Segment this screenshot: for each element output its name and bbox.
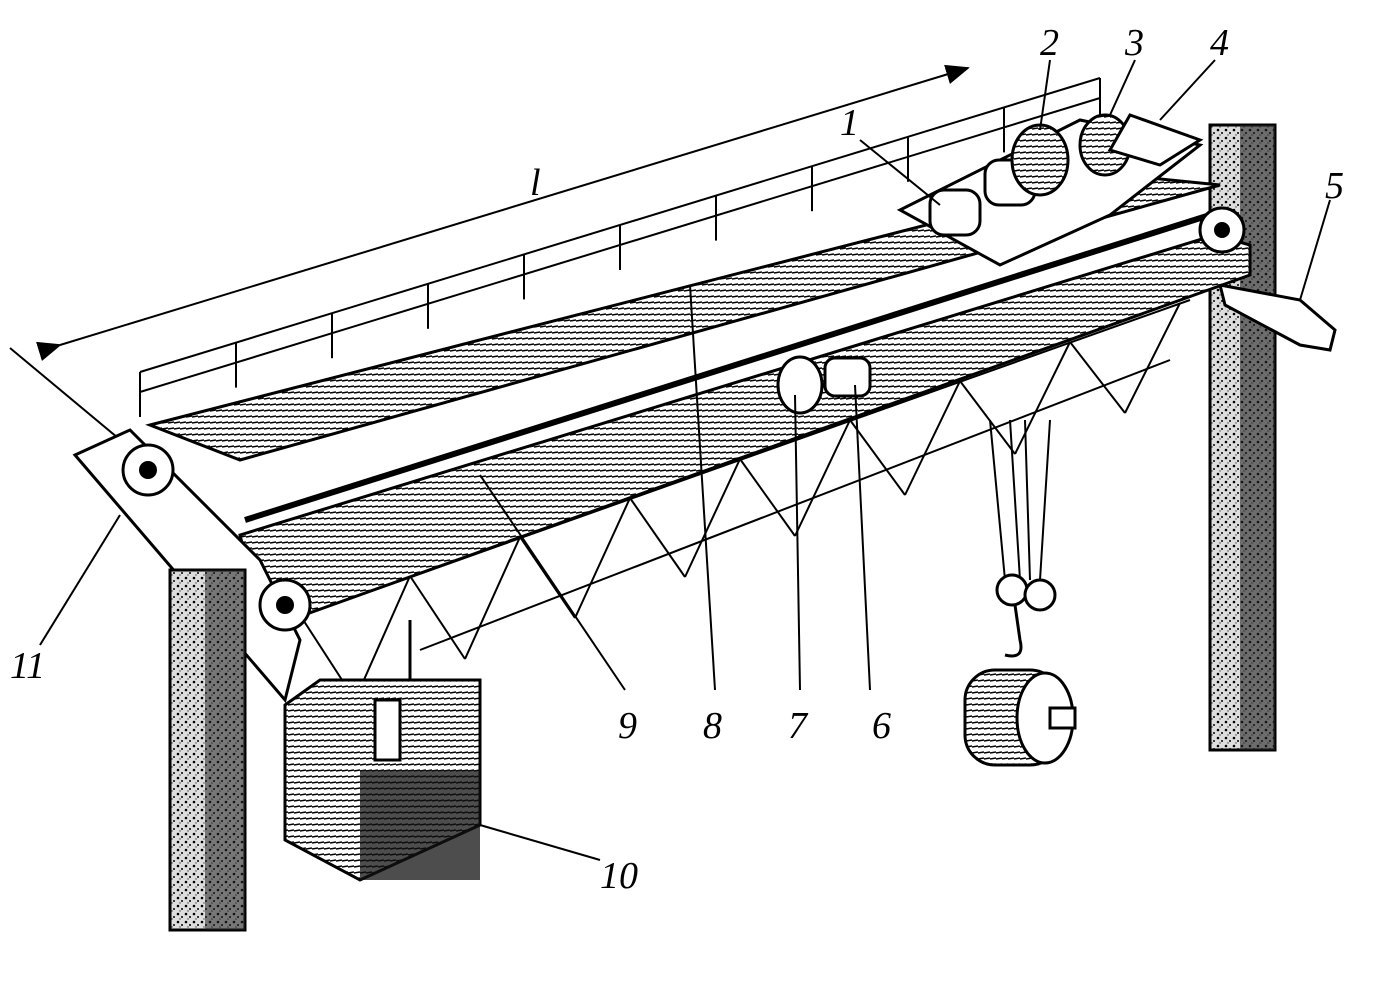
callout-7: 7 — [788, 705, 809, 747]
hoist-ropes — [989, 419, 1051, 581]
callout-11: 11 — [10, 645, 45, 687]
truss-member — [684, 458, 741, 578]
truss-member — [574, 497, 631, 619]
truss-member — [959, 380, 1016, 455]
end-carriage-right — [1198, 206, 1246, 254]
left-column — [168, 568, 247, 932]
callout-8: 8 — [703, 705, 722, 747]
load — [963, 668, 1077, 767]
hook-block — [995, 573, 1029, 607]
truss-member — [739, 458, 796, 537]
truss-member — [519, 536, 576, 619]
callout-10: 10 — [600, 855, 638, 897]
operator-cabin — [283, 620, 482, 882]
drive-shaft — [244, 212, 1211, 523]
truss-member — [1069, 341, 1126, 414]
truss-member — [464, 536, 521, 660]
bridge-motor — [823, 356, 872, 398]
callout-9: 9 — [618, 705, 637, 747]
callout-2: 2 — [1040, 22, 1059, 64]
truss-member — [629, 497, 686, 578]
truss-member — [409, 575, 466, 660]
callout-3: 3 — [1124, 22, 1144, 64]
truss-member — [849, 419, 906, 496]
callout-5: 5 — [1325, 165, 1344, 207]
callout-6: 6 — [872, 705, 891, 747]
truss-member — [904, 380, 961, 496]
truss-member — [1014, 341, 1071, 455]
gearbox — [776, 355, 824, 415]
railing — [139, 77, 1101, 417]
hook — [1004, 604, 1023, 658]
callout-4: 4 — [1210, 22, 1229, 64]
girder-back — [145, 173, 1221, 462]
truss-member — [1124, 302, 1181, 414]
leader-lines — [39, 59, 1331, 861]
truss — [289, 299, 1191, 701]
span-dimension-line — [36, 64, 970, 361]
span-label: l — [530, 162, 541, 204]
callout-1: 1 — [840, 102, 859, 144]
truss-member — [794, 419, 851, 537]
